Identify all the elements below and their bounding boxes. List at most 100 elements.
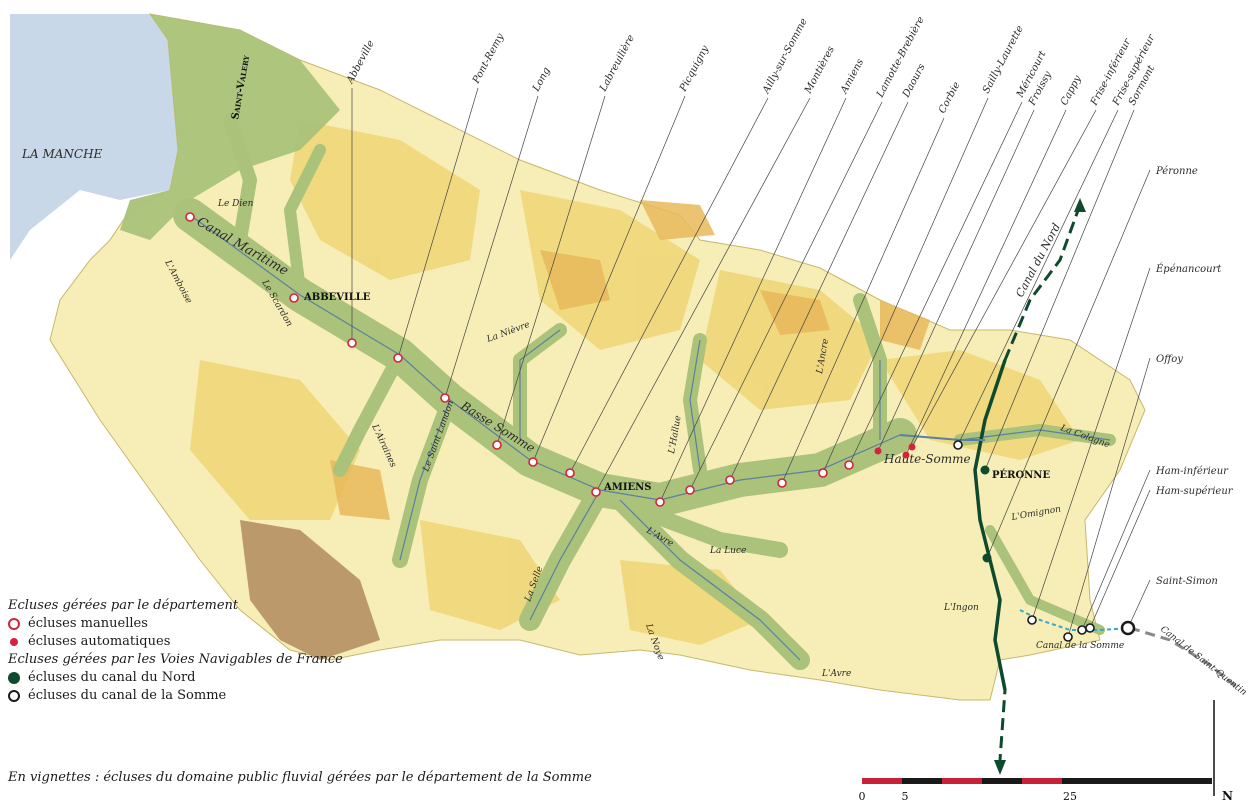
legend-row-manual: écluses manuelles (8, 616, 568, 631)
relief-hills (330, 200, 930, 520)
lock-marker-lamotte-brebiere (685, 485, 695, 495)
lock-label-offoy: Offoy (1156, 354, 1183, 365)
legend: Ecluses gérées par le département écluse… (8, 596, 568, 706)
lock-label-daours: Daours (900, 62, 927, 100)
lock-label-cappy: Cappy (1059, 74, 1084, 108)
town-label: AMIENS (603, 482, 652, 493)
lock-leader-line (532, 95, 686, 463)
legend-heading-dept: Ecluses gérées par le département (8, 598, 239, 613)
canal-label: Haute-Somme (883, 452, 971, 466)
legend-heading-vnf: Ecluses gérées par les Voies Navigables … (8, 652, 343, 667)
lock-label-ham-inferieur: Ham-inférieur (1155, 466, 1229, 477)
sea-label: LA MANCHE (21, 147, 103, 161)
legend-row-somme: écluses du canal de la Somme (8, 688, 568, 703)
lock-leader-line (1031, 267, 1151, 621)
lock-label-picquigny: Picquigny (677, 44, 711, 95)
north-arrow: N (1213, 700, 1233, 803)
lock-label-pont-remy: Pont-Remy (470, 32, 506, 87)
lock-leader-line (986, 169, 1151, 559)
lock-leader-line (957, 109, 1119, 446)
lock-label-montieres: Montières (802, 45, 836, 97)
lock-leader-line (877, 109, 1035, 452)
lock-label-long: Long (530, 66, 552, 95)
lock-marker-long (440, 393, 450, 403)
river-label: La Luce (709, 546, 746, 556)
lock-marker-amiens (655, 497, 665, 507)
canal-haute-somme-line (899, 434, 985, 441)
legend-somme-label: écluses du canal de la Somme (28, 688, 227, 703)
lock-leader-line (848, 101, 1023, 466)
legend-nord-label: écluses du canal du Nord (28, 670, 196, 685)
scale-bar: 0 5 25 (859, 778, 1212, 803)
scale-tick-label: 25 (1063, 790, 1077, 803)
legend-automatic-label: écluses automatiques (28, 634, 171, 649)
canal-arrow-north (1074, 198, 1086, 212)
lock-label-ailly-sur-somme: Ailly-sur-Somme (760, 17, 809, 97)
lock-marker-ham-inferieur (1077, 625, 1087, 635)
relief-high-ground (240, 520, 380, 660)
lock-leader-line (1089, 489, 1151, 629)
automatic-lock-icon (10, 637, 18, 646)
river-label: Le Dien (217, 199, 254, 209)
legend-row-nord: écluses du canal du Nord (8, 670, 568, 685)
lock-leader-line (1067, 357, 1151, 638)
lock-label-labreuliere: Labreuilière (597, 33, 636, 94)
lock-marker-montieres (591, 487, 601, 497)
legend-row-automatic: écluses automatiques (8, 634, 568, 649)
scale-seg (942, 778, 982, 784)
canal-du-nord-built (973, 359, 1007, 691)
lock-marker (289, 293, 299, 303)
lock-label-amiens: Amiens (838, 57, 866, 96)
legend-manual-label: écluses manuelles (28, 616, 148, 631)
town-label: PÉRONNE (992, 469, 1050, 481)
lock-leader-line (911, 109, 1097, 448)
lock-marker-mericourt (844, 460, 854, 470)
scale-seg (862, 778, 902, 784)
sea-area (10, 14, 178, 260)
relief-plateau (190, 120, 1080, 645)
lock-leader-line (659, 97, 847, 503)
lock-marker-daours (725, 475, 735, 485)
lock-marker-corbie (777, 478, 787, 488)
lock-leader-line (1081, 469, 1151, 631)
lock-label-lamotte-brebiere: Lamotte-Brebière (874, 15, 926, 100)
lock-marker-labreuliere (492, 440, 502, 450)
river-label: L'Avre (821, 669, 851, 679)
lock-label-corbie: Corbie (937, 80, 963, 115)
canal-label: Canal de la Somme (1036, 641, 1124, 651)
lock-marker (185, 212, 195, 222)
lock-marker-offoy (1063, 632, 1073, 642)
lock-label-ham-superieur: Ham-supérieur (1155, 486, 1234, 497)
canal-arrow-south (994, 760, 1006, 775)
lock-leaders (351, 87, 1151, 638)
lock-markers (185, 212, 1136, 642)
scale-seg (982, 778, 1022, 784)
lock-marker-peronne (982, 553, 992, 563)
lock-leader-line (595, 97, 811, 493)
canal-label: Canal de Saint-Quentin (1158, 624, 1248, 698)
footnote: En vignettes : écluses du domaine public… (8, 770, 592, 785)
canal-de-saint-quentin-line (1129, 626, 1241, 692)
lock-leader-line (822, 97, 989, 474)
scale-seg (902, 778, 942, 784)
lock-label-epenancourt: Épénancourt (1155, 263, 1222, 275)
lock-leader-line (444, 95, 539, 399)
scale-tick-label: 0 (859, 790, 866, 803)
scale-seg (1062, 778, 1212, 784)
lock-leader-line (1127, 579, 1151, 629)
lock-leader-line (689, 101, 883, 491)
river-label: L'Ingon (943, 603, 979, 613)
lock-marker-saint-simon (1120, 620, 1136, 636)
lock-label-saint-simon: Saint-Simon (1156, 576, 1218, 587)
somme-lock-icon (8, 689, 20, 702)
lock-leader-line (905, 109, 1067, 456)
lock-marker-cappy (902, 451, 910, 459)
lock-leader-line (729, 101, 909, 481)
lock-leader-line (496, 95, 606, 446)
lock-leader-line (569, 97, 769, 474)
lock-leader-line (984, 109, 1135, 471)
lock-label-peronne: Péronne (1155, 166, 1198, 177)
lock-marker-frise-inferieur (908, 443, 916, 451)
lock-marker-froissy (874, 447, 882, 455)
